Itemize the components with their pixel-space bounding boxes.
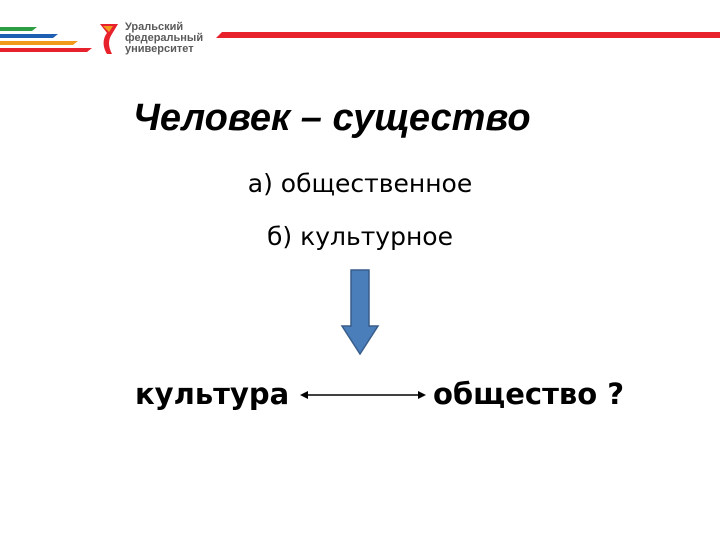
header-stripes	[0, 27, 720, 52]
slide-title: Человек – существо	[133, 97, 531, 139]
logo-line-2: федеральный	[125, 32, 204, 44]
urfu-logo-icon	[100, 24, 118, 54]
list-item-cultural: б) культурное	[267, 222, 453, 251]
logo-line-1: Уральский	[125, 21, 184, 33]
stripe-orange	[0, 41, 78, 45]
university-logo-text: Уральский федеральный университет	[125, 22, 203, 55]
term-society: общество ?	[433, 377, 625, 411]
down-arrow-icon	[340, 269, 380, 356]
double-arrow-icon	[300, 391, 426, 399]
stripe-red-right	[216, 32, 720, 38]
stripe-green	[0, 27, 37, 31]
header-bar: Уральский федеральный университет	[0, 0, 720, 62]
logo-line-3: университет	[125, 43, 194, 55]
stripe-red-left	[0, 48, 92, 52]
term-culture: культура	[135, 377, 290, 411]
stripe-blue	[0, 34, 58, 38]
list-item-social: а) общественное	[247, 169, 473, 198]
